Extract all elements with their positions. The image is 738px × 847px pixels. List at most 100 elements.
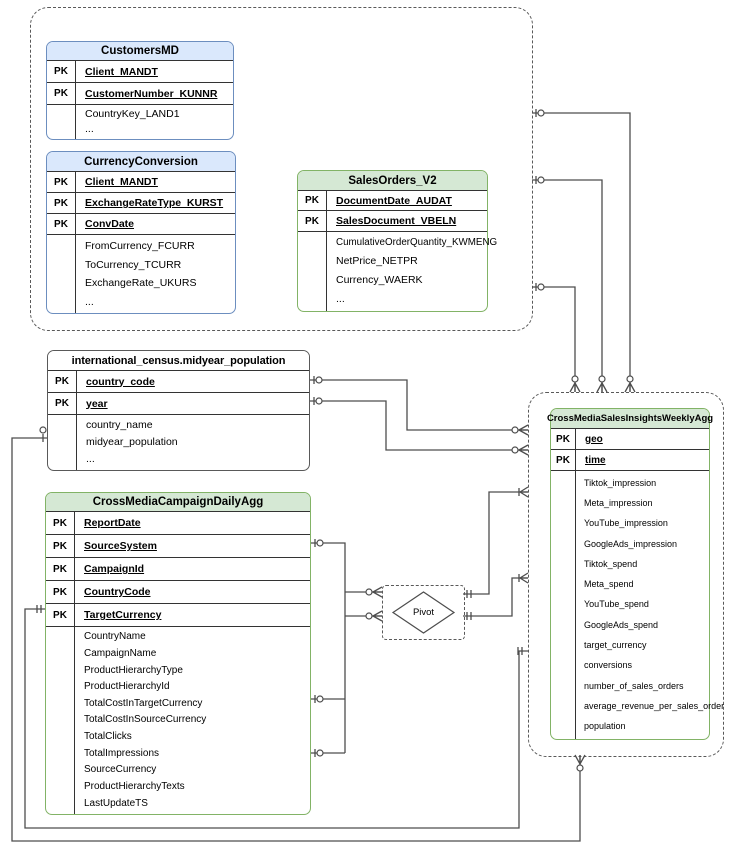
connector-topgroup-weekly-1[interactable] <box>532 109 636 393</box>
fields-section: CountryKey_LAND1 ... <box>47 105 233 139</box>
pk-row: PK ConvDate <box>47 214 235 235</box>
field-name: TotalImpressions <box>84 747 160 759</box>
field-name: ProductHierarchyId <box>84 681 170 693</box>
table-crossmedia-campaign-daily-agg[interactable]: CrossMediaCampaignDailyAgg PK ReportDate… <box>45 492 311 815</box>
connector-pivot-weekly-2[interactable] <box>463 572 529 620</box>
pk-row: PK country_code <box>48 371 309 393</box>
fields-section: FromCurrency_FCURR ToCurrency_TCURR Exch… <box>47 235 235 313</box>
pk-row: PK ExchangeRateType_KURST <box>47 193 235 214</box>
pk-field-name: SalesDocument_VBELN <box>336 215 457 227</box>
pk-field-name: CampaignId <box>84 563 145 575</box>
pk-column-spacer <box>47 235 76 313</box>
connector-trunk-pivot-branch-2[interactable] <box>345 610 383 622</box>
field-name: TotalCostInTargetCurrency <box>84 697 203 709</box>
table-currencyconversion[interactable]: CurrencyConversion PK Client_MANDT PK Ex… <box>46 151 236 314</box>
field-name: country_name <box>86 419 153 432</box>
field-name: number_of_sales_orders <box>584 680 684 691</box>
field-name: LastUpdateTS <box>84 797 148 809</box>
pivot-operator-box[interactable]: Pivot <box>382 585 465 640</box>
fields-section: Tiktok_impression Meta_impression YouTub… <box>551 471 724 739</box>
pk-row: PK CountryCode <box>46 581 310 604</box>
pk-badge: PK <box>46 581 75 603</box>
field-name: Meta_impression <box>584 497 653 508</box>
field-name: YouTube_impression <box>584 518 668 529</box>
field-name: Tiktok_spend <box>584 558 638 569</box>
field-name: midyear_population <box>86 436 178 449</box>
field-name: population <box>584 721 626 732</box>
pk-row: PK time <box>551 450 709 471</box>
field-name: FromCurrency_FCURR <box>85 240 195 252</box>
table-salesorders-v2[interactable]: SalesOrders_V2 PK DocumentDate_AUDAT PK … <box>297 170 497 312</box>
pivot-label: Pivot <box>412 607 435 618</box>
field-name: ... <box>86 453 95 466</box>
pk-column-spacer <box>551 471 576 739</box>
field-name: SourceCurrency <box>84 764 157 776</box>
field-name: Currency_WAERK <box>336 274 423 287</box>
field-name: ProductHierarchyTexts <box>84 780 185 792</box>
pk-badge: PK <box>48 371 77 392</box>
field-name: TotalCostInSourceCurrency <box>84 714 207 726</box>
fields-section: CumulativeOrderQuantity_KWMENG NetPrice_… <box>298 232 497 311</box>
pk-column-spacer <box>47 105 76 139</box>
pk-badge: PK <box>46 558 75 580</box>
pk-row: PK geo <box>551 429 709 450</box>
pk-badge: PK <box>298 191 327 210</box>
connector-census-year-weekly[interactable] <box>310 397 529 456</box>
connector-trunk-pivot-branch-1[interactable] <box>345 586 383 598</box>
pk-column-spacer <box>48 415 77 470</box>
pk-row: PK year <box>48 393 309 415</box>
pk-row: PK CustomerNumber_KUNNR <box>47 83 233 105</box>
pk-row: PK SalesDocument_VBELN <box>298 211 487 232</box>
pk-badge: PK <box>46 535 75 557</box>
pk-field-name: year <box>86 397 108 410</box>
table-title: CrossMediaCampaignDailyAgg <box>46 493 310 512</box>
field-name: Meta_spend <box>584 579 634 590</box>
field-name: conversions <box>584 660 633 671</box>
pk-column-spacer <box>298 232 327 311</box>
pk-badge: PK <box>48 393 77 414</box>
field-name: GoogleAds_impression <box>584 538 678 549</box>
pk-row: PK Client_MANDT <box>47 61 233 83</box>
pk-field-name: ReportDate <box>84 517 141 529</box>
pk-row: PK TargetCurrency <box>46 604 310 627</box>
field-name: ... <box>85 295 94 308</box>
pk-field-name: Client_MANDT <box>85 176 158 188</box>
pk-badge: PK <box>47 83 76 104</box>
field-name: GoogleAds_spend <box>584 619 659 630</box>
connector-census-country-code-weekly[interactable] <box>310 376 529 436</box>
table-title: CurrencyConversion <box>47 152 235 172</box>
pk-row: PK Client_MANDT <box>47 172 235 193</box>
pk-badge: PK <box>46 604 75 626</box>
field-name: target_currency <box>584 640 647 651</box>
field-name: YouTube_spend <box>584 599 649 610</box>
pk-field-name: CustomerNumber_KUNNR <box>85 87 218 100</box>
pk-badge: PK <box>47 61 76 82</box>
table-title: international_census.midyear_population <box>48 351 309 371</box>
field-name: ... <box>85 123 94 136</box>
table-customersmd[interactable]: CustomersMD PK Client_MANDT PK CustomerN… <box>46 41 234 140</box>
pk-field-name: DocumentDate_AUDAT <box>336 194 452 207</box>
field-name: Tiktok_impression <box>584 477 657 488</box>
field-name: CountryName <box>84 631 146 643</box>
table-title: SalesOrders_V2 <box>298 171 487 191</box>
field-name: NetPrice_NETPR <box>336 255 418 268</box>
connector-topgroup-weekly-2[interactable] <box>532 176 608 393</box>
pk-badge: PK <box>46 512 75 534</box>
pk-field-name: Client_MANDT <box>85 65 158 78</box>
pk-badge: PK <box>47 214 76 234</box>
table-title: CrossMediaSalesInsightsWeeklyAgg <box>547 409 713 429</box>
field-name: CountryKey_LAND1 <box>85 108 180 121</box>
connector-topgroup-weekly-3[interactable] <box>532 283 581 393</box>
connector-pivot-weekly-1[interactable] <box>463 486 529 598</box>
table-midyear-population[interactable]: international_census.midyear_population … <box>47 350 310 471</box>
pk-badge: PK <box>551 450 576 470</box>
pk-badge: PK <box>47 172 76 192</box>
pk-field-name: CountryCode <box>84 586 151 598</box>
pk-row: PK ReportDate <box>46 512 310 535</box>
pk-badge: PK <box>47 193 76 213</box>
field-name: average_revenue_per_sales_order <box>584 700 725 711</box>
field-name: ProductHierarchyType <box>84 664 183 676</box>
field-name: CumulativeOrderQuantity_KWMENG <box>336 237 498 249</box>
table-crossmedia-sales-insights-weekly-agg[interactable]: CrossMediaSalesInsightsWeeklyAgg PK geo … <box>547 408 724 740</box>
connector-campaign-pivot-trunk[interactable] <box>311 539 346 757</box>
